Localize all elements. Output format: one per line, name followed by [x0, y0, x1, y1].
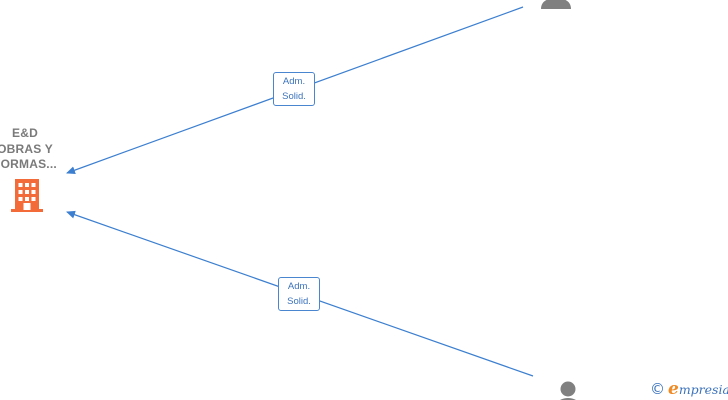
- company-name-line-1: E&D: [12, 126, 38, 140]
- brand-logo-text: mpresia: [678, 381, 728, 397]
- brand-logo-initial: e: [668, 379, 679, 399]
- building-icon[interactable]: [11, 179, 43, 213]
- person-icon[interactable]: [552, 381, 584, 400]
- edge-label-top-line-2: Solid.: [282, 90, 306, 102]
- edge-label-top[interactable]: Adm. Solid.: [273, 72, 315, 106]
- edge-label-bottom-line-2: Solid.: [287, 295, 311, 307]
- edge-label-bottom-line-1: Adm.: [287, 281, 311, 292]
- empresia-watermark[interactable]: © e mpresia: [650, 378, 728, 400]
- company-name-line-3: FORMAS...: [0, 157, 57, 171]
- copyright-symbol: ©: [650, 380, 665, 398]
- company-name-line-2: OBRAS Y: [0, 141, 53, 156]
- company-name[interactable]: E&D OBRAS Y FORMAS...: [0, 126, 90, 173]
- edge-label-top-line-1: Adm.: [282, 76, 306, 87]
- edge-label-bottom[interactable]: Adm. Solid.: [278, 277, 320, 311]
- person-icon[interactable]: [538, 0, 574, 10]
